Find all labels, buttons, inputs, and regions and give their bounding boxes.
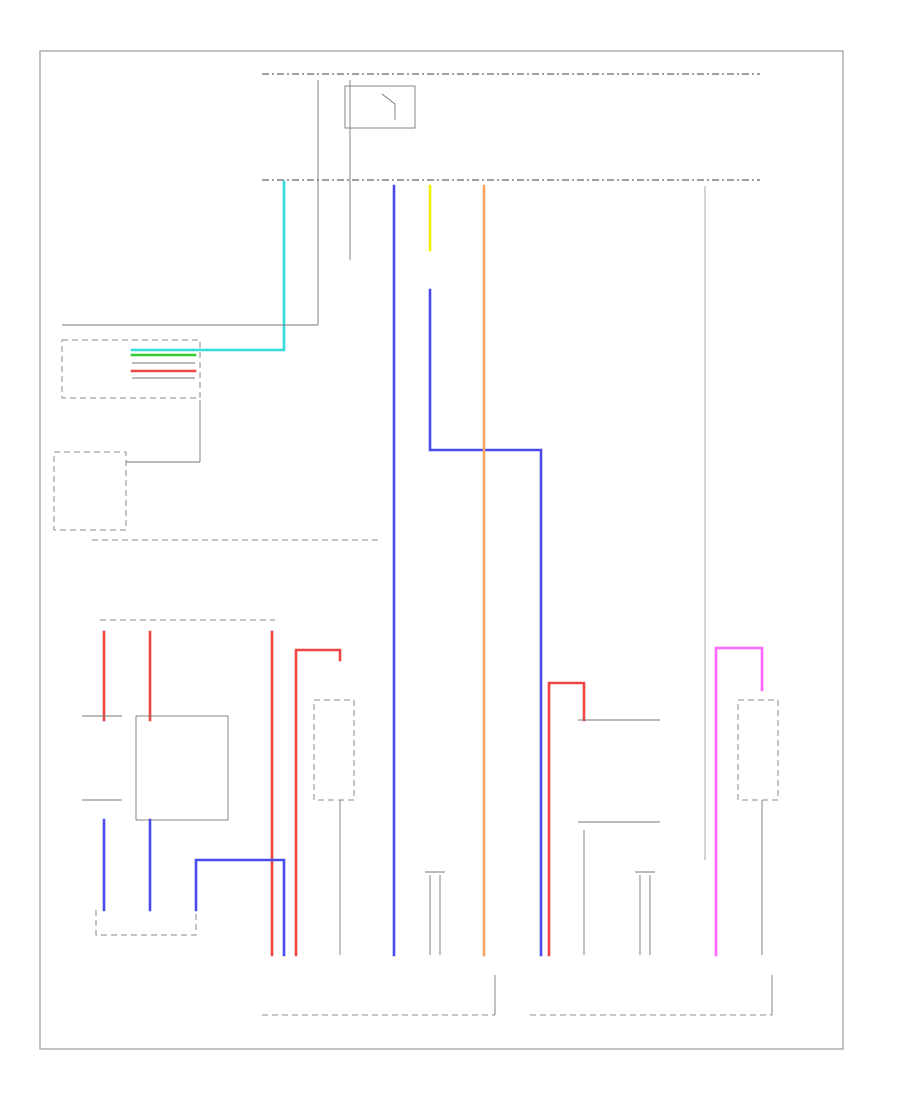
relay xyxy=(317,80,416,186)
wire-blue-routed xyxy=(428,288,543,957)
right-unit xyxy=(737,699,779,801)
power-switch-module xyxy=(61,339,201,399)
wire-pink xyxy=(714,646,764,957)
mid-module xyxy=(313,699,355,801)
wire-blue-l3 xyxy=(194,858,286,957)
left-block xyxy=(135,715,229,821)
splice-right xyxy=(635,871,655,955)
diagram-frame xyxy=(39,50,844,1050)
wire-red-right xyxy=(547,681,586,957)
top-power-bus xyxy=(262,73,760,181)
splice-left xyxy=(425,871,445,955)
right-module xyxy=(578,719,660,823)
power-button xyxy=(53,400,380,541)
wire-cyan xyxy=(130,180,286,352)
wire-red-4 xyxy=(294,648,342,957)
